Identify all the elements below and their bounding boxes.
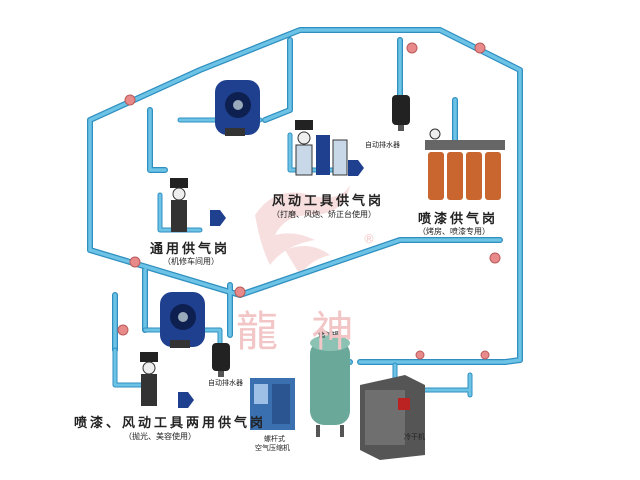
refrigerated-dryer-icon [360, 375, 425, 460]
dual-station-title: 喷漆、风动工具两用供气岗 [74, 416, 267, 431]
valve-icon [489, 252, 501, 264]
registered-mark: ® [363, 232, 375, 246]
paint-filter-bank-icon [425, 128, 505, 200]
screw-compressor-icon [250, 378, 295, 430]
auto-drain-bottom-label: 自动排水器 [208, 379, 243, 387]
valve-icon [117, 324, 129, 336]
auto-drain-icon [392, 95, 410, 131]
general-station-title: 通用供气岗 [150, 242, 231, 257]
pneumatic-station-title: 风动工具供气岗 [272, 194, 385, 209]
hose-reel-icon [160, 292, 205, 348]
paint-station-title: 喷漆供气岗 [418, 212, 499, 227]
valve-icon [415, 350, 425, 360]
screw-compressor-label-1: 螺杆式 [264, 435, 285, 443]
hose-reel-icon [215, 80, 260, 136]
air-tank-icon [310, 335, 350, 437]
dryer-label: 冷干机 [404, 433, 425, 441]
valve-icon [129, 256, 141, 268]
general-station-note: （机修车间用） [163, 257, 219, 266]
watermark-text: 龍 神 [236, 307, 364, 356]
dual-station-note: （抛光、美容使用） [124, 432, 196, 441]
filter-regulator-icon [140, 352, 158, 406]
watermark-logo [255, 185, 350, 275]
valve-icon [480, 350, 490, 360]
valve-icon [234, 286, 246, 298]
quick-coupler-icon [178, 160, 364, 408]
paint-station-note: （烤房、喷漆专用） [418, 227, 490, 236]
pneumatic-station-note: （打磨、风炮、矫正台使用） [272, 210, 376, 219]
valve-icon [406, 42, 418, 54]
valve-icon [124, 94, 136, 106]
air-tank-label: 储气罐 [318, 331, 339, 339]
filter-regulator-icon [295, 120, 348, 176]
screw-compressor-label-2: 空气压缩机 [255, 444, 290, 452]
ball-valves [117, 42, 501, 360]
auto-drain-icon [212, 343, 230, 377]
valve-icon [474, 42, 486, 54]
auto-drain-top-label: 自动排水器 [365, 141, 400, 149]
filter-regulator-icon [170, 178, 188, 232]
